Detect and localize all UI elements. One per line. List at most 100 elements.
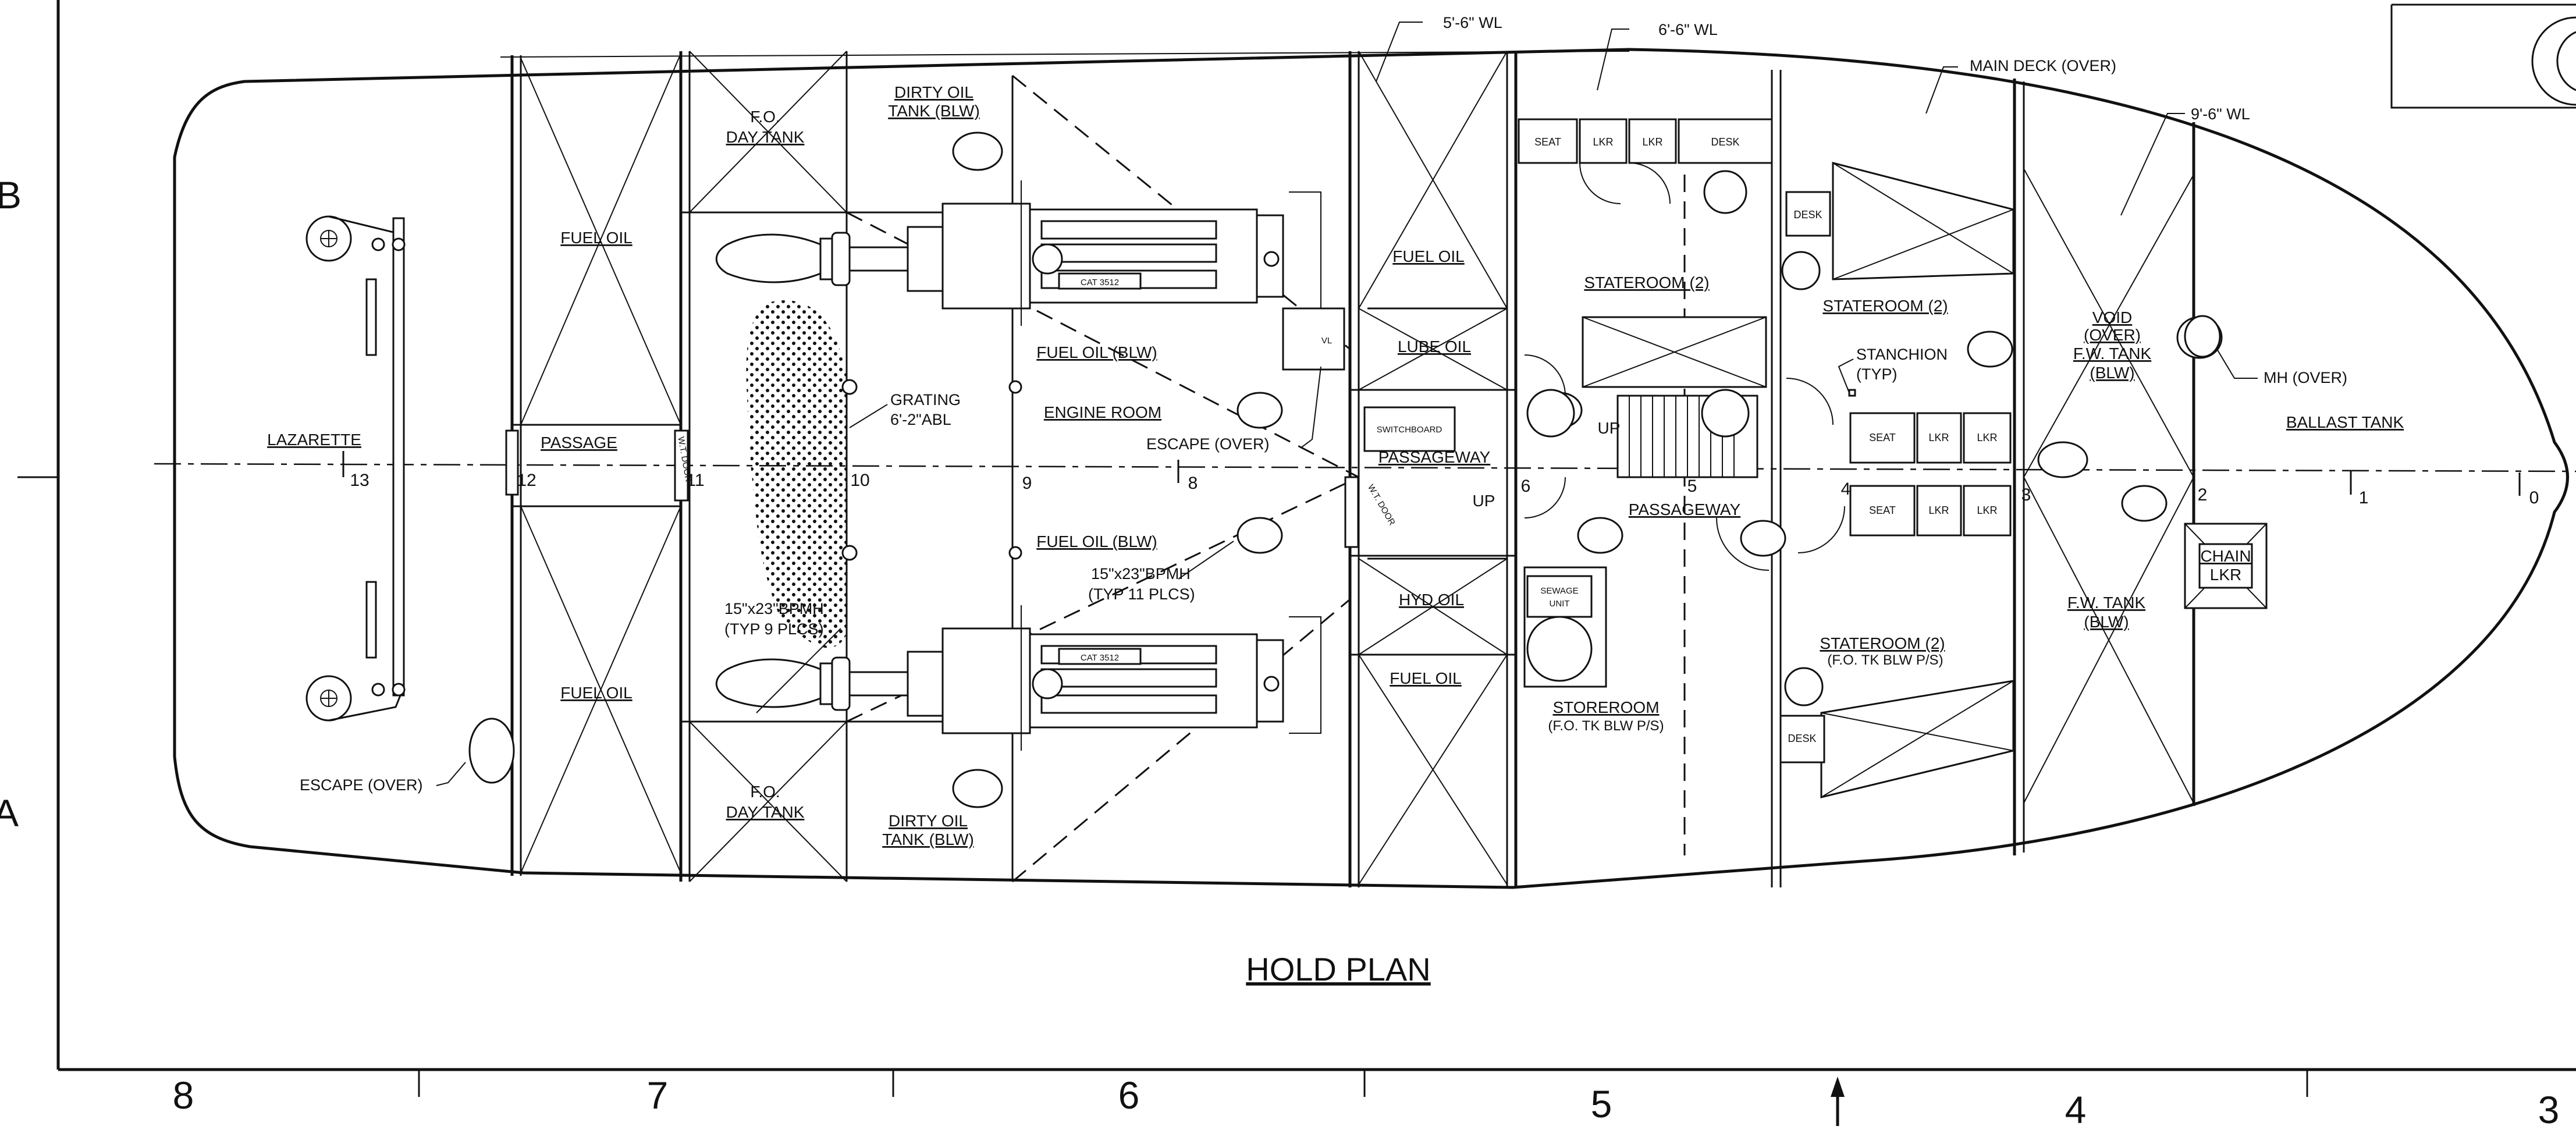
- frame-number: 5: [1687, 477, 1697, 496]
- stateroom-label: STATEROOM (2): [1584, 274, 1709, 292]
- waterline-callout: 6'-6" WL: [1658, 21, 1718, 38]
- waterline-callout: 9'-6" WL: [2191, 105, 2250, 123]
- frame-number: 10: [850, 471, 869, 490]
- storeroom-label: STOREROOM: [1552, 698, 1659, 716]
- frame-number: 0: [2529, 488, 2539, 507]
- passage-label: PASSAGE: [541, 434, 617, 452]
- dirty-oil-tank-label: DIRTY OIL: [889, 812, 968, 830]
- zone-label: 4: [2065, 1088, 2087, 1131]
- centerline: [154, 463, 2576, 473]
- valve-label: VL: [1321, 336, 1332, 346]
- stateroom-label: STATEROOM (2): [1820, 634, 1945, 652]
- void-tank-label: VOID: [2092, 308, 2132, 326]
- manhole-callout: 15"x23"BPMH: [724, 600, 824, 617]
- frame-number: 1: [2359, 488, 2369, 507]
- frame-number: 3: [2021, 485, 2031, 505]
- locker-label: LKR: [1642, 136, 1662, 148]
- drawing-title: HOLD PLAN: [1246, 951, 1430, 988]
- chain-locker-label: CHAIN: [2200, 547, 2251, 565]
- drawing-border: [17, 0, 2576, 1126]
- fuel-oil-tank-label: FUEL OIL: [560, 684, 632, 702]
- desk-label: DESK: [1793, 209, 1822, 221]
- dirty-oil-tank-label: TANK (BLW): [882, 830, 974, 848]
- stateroom-label: STATEROOM (2): [1822, 297, 1948, 315]
- main-engine-lower: CAT 3512: [715, 605, 1321, 751]
- locker-label: LKR: [1928, 505, 1949, 516]
- frame-number: 12: [517, 471, 536, 490]
- seat-label: SEAT: [1534, 136, 1561, 148]
- fuel-oil-tank-label: FUEL OIL: [560, 229, 632, 247]
- manhole-callout: (TYP 9 PLCS): [724, 620, 824, 638]
- locker-label: LKR: [1928, 432, 1949, 443]
- zone-label: 5: [1591, 1082, 1612, 1125]
- sewage-unit-label: UNIT: [1550, 599, 1570, 609]
- stair-up-label: UP: [1473, 492, 1495, 510]
- engine-room-label: ENGINE ROOM: [1044, 403, 1161, 421]
- frame-number: 13: [350, 471, 369, 490]
- locker-label: LKR: [1977, 505, 1997, 516]
- passageway-label: PASSAGEWAY: [1378, 448, 1491, 466]
- sewage-unit-label: SEWAGE: [1540, 586, 1578, 596]
- fw-tank-label: (BLW): [2090, 364, 2134, 382]
- title-block-fragment: [2390, 3, 2576, 109]
- hull-outline: [173, 48, 2569, 889]
- manhole-callout: (TYP 11 PLCS): [1088, 585, 1195, 603]
- frame-number: 4: [1841, 480, 1851, 499]
- passageway-label: PASSAGEWAY: [1629, 500, 1741, 518]
- frame-number: 8: [1188, 474, 1198, 493]
- chain-locker-label: LKR: [2210, 566, 2241, 584]
- zone-labels: 8 7 6 5 4 3 B A: [0, 173, 2559, 1131]
- tank-crossings: [520, 51, 2194, 885]
- stair-up-label: UP: [1598, 419, 1621, 437]
- storeroom-note: (F.O. TK BLW P/S): [1548, 718, 1664, 734]
- zone-label: A: [0, 791, 19, 834]
- seat-label: SEAT: [1869, 432, 1896, 443]
- main-engine-upper: CAT 3512: [715, 180, 1321, 326]
- desk-label: DESK: [1788, 733, 1816, 744]
- waterline-callout: 5'-6" WL: [1443, 14, 1502, 31]
- fo-day-tank-label: DAY TANK: [726, 128, 805, 146]
- stanchion-callout: STANCHION: [1856, 346, 1948, 363]
- fuel-oil-tank-label: FUEL OIL: [1392, 247, 1464, 265]
- engine-model-label: CAT 3512: [1081, 653, 1119, 663]
- locker-label: LKR: [1593, 136, 1613, 148]
- seat-label: SEAT: [1869, 505, 1896, 516]
- void-tank-label: (OVER): [2084, 326, 2141, 344]
- ballast-tank-label: BALLAST TANK: [2286, 413, 2404, 431]
- steering-gear: [305, 215, 515, 784]
- fo-day-tank-label: F.O.: [750, 783, 780, 801]
- dirty-oil-tank-label: DIRTY OIL: [894, 83, 973, 101]
- locker-label: LKR: [1977, 432, 1997, 443]
- manhole-callout: MH (OVER): [2264, 369, 2347, 386]
- stateroom-note: (F.O. TK BLW P/S): [1827, 652, 1943, 668]
- fo-day-tank-label: F.O.: [750, 108, 780, 126]
- fw-tank-label: F.W. TANK: [2067, 594, 2146, 612]
- callouts: 5'-6" WL 6'-6" WL MAIN DECK (OVER) 9'-6"…: [300, 14, 2347, 794]
- fuel-oil-below-label: FUEL OIL (BLW): [1036, 532, 1157, 550]
- zone-label: B: [0, 173, 22, 216]
- lazarette-label: LAZARETTE: [267, 431, 361, 449]
- grating-callout: 6'-2"ABL: [890, 411, 951, 428]
- escape-callout: ESCAPE (OVER): [1146, 435, 1270, 453]
- manhole-callout: 15"x23"BPMH: [1091, 565, 1191, 583]
- wt-door-label: W.T. DOOR: [1366, 483, 1397, 527]
- fw-tank-label: F.W. TANK: [2073, 344, 2152, 363]
- frame-number: 2: [2198, 485, 2208, 505]
- main-deck-callout: MAIN DECK (OVER): [1970, 57, 2116, 74]
- switchboard-label: SWITCHBOARD: [1377, 425, 1442, 435]
- fuel-oil-below-label: FUEL OIL (BLW): [1036, 343, 1157, 361]
- grating-callout: GRATING: [890, 391, 961, 409]
- fw-tank-label: (BLW): [2084, 613, 2129, 631]
- lube-oil-tank-label: LUBE OIL: [1398, 338, 1471, 356]
- desk-label: DESK: [1711, 136, 1739, 148]
- compartment-labels: LAZARETTE PASSAGE FUEL OIL FUEL OIL F.O.…: [267, 83, 2404, 848]
- accommodation: SEAT LKR LKR DESK UP SWITCHBOARD UP SEWA…: [1363, 118, 2268, 798]
- engine-room-equipment: CAT 3512 CAT 3512: [715, 132, 2223, 808]
- fo-day-tank-label: DAY TANK: [726, 803, 805, 821]
- zone-label: 8: [173, 1074, 194, 1117]
- frame-number: 6: [1521, 477, 1531, 496]
- escape-callout: ESCAPE (OVER): [300, 776, 423, 794]
- dirty-oil-tank-label: TANK (BLW): [888, 102, 980, 120]
- zone-label: 7: [647, 1074, 669, 1117]
